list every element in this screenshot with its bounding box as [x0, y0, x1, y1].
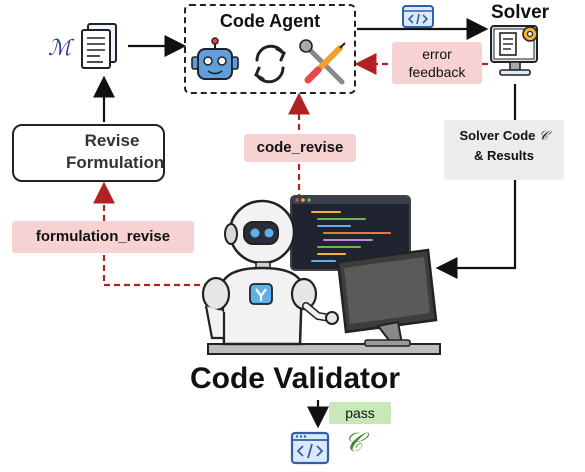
solver-code-line2: & Results: [474, 148, 534, 163]
solver-code-symbol: 𝒞: [539, 129, 549, 144]
revise-formulation-box: [12, 124, 165, 182]
code-symbol: 𝒞: [344, 428, 363, 458]
formulation-revise-arrow: [93, 181, 230, 287]
solver-code-results-label: Solver Code 𝒞 & Results: [444, 120, 564, 180]
document-icon: [81, 23, 117, 69]
revise-line2: Formulation: [66, 153, 165, 172]
solver-code-line1: Solver Code: [459, 128, 536, 143]
code-agent-box: [184, 4, 356, 94]
solver-computer-icon: [490, 25, 538, 76]
tools-icon: [299, 39, 346, 85]
solver-title: Solver: [490, 2, 550, 23]
error-feedback-line1: error: [422, 46, 452, 62]
refresh-icon: [254, 44, 286, 84]
robot-icon: [191, 37, 239, 80]
code-revise-label: code_revise: [244, 134, 356, 162]
revise-formulation-label: Revise Formulation: [66, 130, 165, 174]
error-feedback-label: error feedback: [392, 42, 482, 84]
model-symbol: ℳ: [48, 36, 72, 61]
revise-line1: Revise: [84, 131, 140, 150]
code-window-icon-top: [402, 5, 434, 28]
robot-validator-illustration: [201, 199, 339, 346]
validator-monitor: [336, 248, 438, 347]
code-validator-title: Code Validator: [189, 362, 401, 395]
pass-label: pass: [329, 402, 391, 424]
desk: [207, 343, 441, 355]
formulation-revise-label: formulation_revise: [12, 221, 194, 253]
code-agent-title: Code Agent: [219, 11, 321, 31]
code-window-icon-bottom: [290, 431, 330, 465]
error-feedback-line2: feedback: [408, 64, 466, 80]
